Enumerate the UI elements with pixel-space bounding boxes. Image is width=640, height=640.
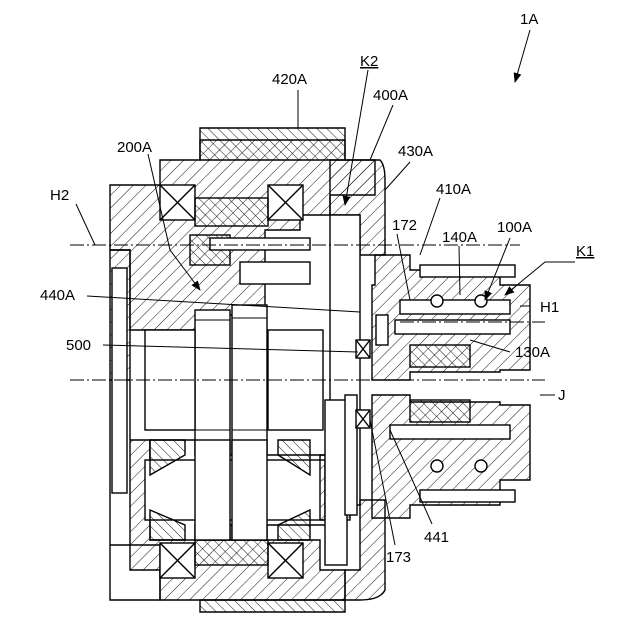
label-173: 173 xyxy=(386,549,411,566)
label-430A: 430A xyxy=(398,143,433,160)
label-140A: 140A xyxy=(442,229,477,246)
bearing-top-left xyxy=(160,185,195,220)
label-440A: 440A xyxy=(40,287,75,304)
bearing-top-right xyxy=(268,185,303,220)
label-K1: K1 xyxy=(576,243,594,260)
lower-shaft xyxy=(145,440,350,540)
label-H1: H1 xyxy=(540,299,559,316)
label-J: J xyxy=(558,387,566,404)
label-100A: 100A xyxy=(497,219,532,236)
label-172: 172 xyxy=(392,217,417,234)
label-410A: 410A xyxy=(436,181,471,198)
gear-segment-top xyxy=(195,198,268,226)
label-500: 500 xyxy=(66,337,91,354)
label-1A: 1A xyxy=(520,11,538,28)
bearing-bottom-left xyxy=(160,543,195,578)
label-K2: K2 xyxy=(360,53,378,70)
gear-segment-bottom xyxy=(195,540,268,565)
label-130A: 130A xyxy=(515,344,550,361)
label-200A: 200A xyxy=(117,139,152,156)
label-H2: H2 xyxy=(50,187,69,204)
bearing-bottom-right xyxy=(268,543,303,578)
label-400A: 400A xyxy=(373,87,408,104)
label-441: 441 xyxy=(424,529,449,546)
label-420A: 420A xyxy=(272,71,307,88)
